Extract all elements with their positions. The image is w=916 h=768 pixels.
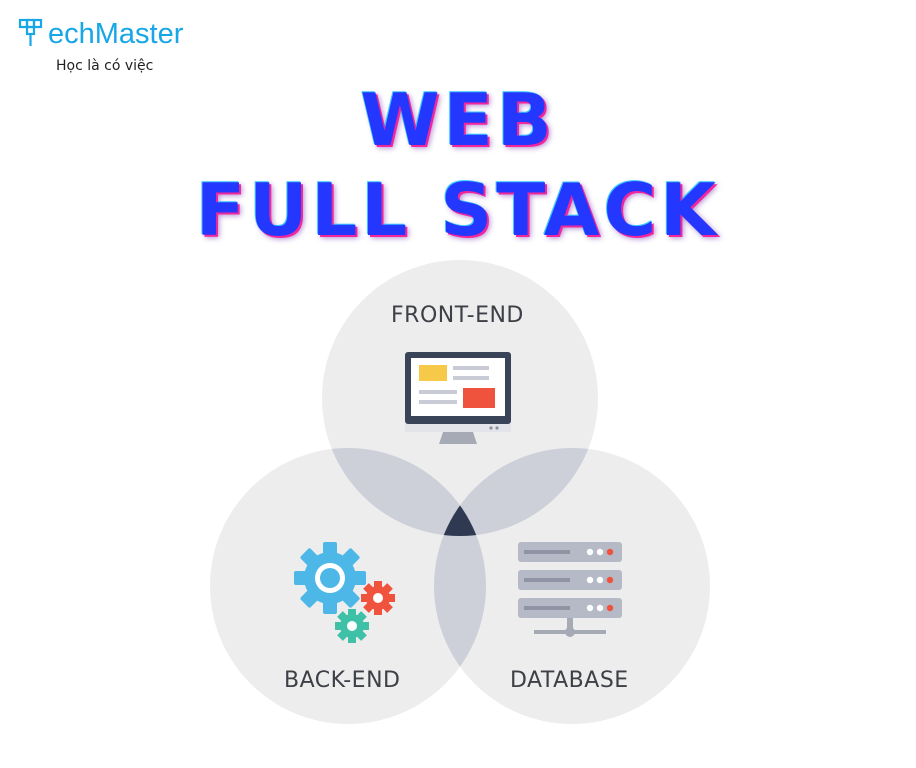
back-end-label: BACK-END — [284, 668, 401, 693]
logo-grid-icon — [18, 18, 43, 46]
front-database-overlap — [434, 448, 598, 536]
front-back-overlap — [322, 448, 486, 536]
monitor-icon — [405, 352, 511, 444]
logo-tagline: Học là có việc — [56, 58, 154, 74]
front-end-label: FRONT-END — [391, 303, 524, 328]
database-label: DATABASE — [510, 668, 629, 693]
page-title-line-2: FULL STACK — [195, 168, 721, 252]
logo-brand-name: echMaster — [48, 18, 184, 50]
techmaster-logo: echMaster Học là có việc — [18, 10, 218, 80]
server-stack-icon — [518, 542, 622, 637]
gears-icon — [294, 542, 395, 643]
page-title-line-1: WEB — [360, 78, 556, 162]
